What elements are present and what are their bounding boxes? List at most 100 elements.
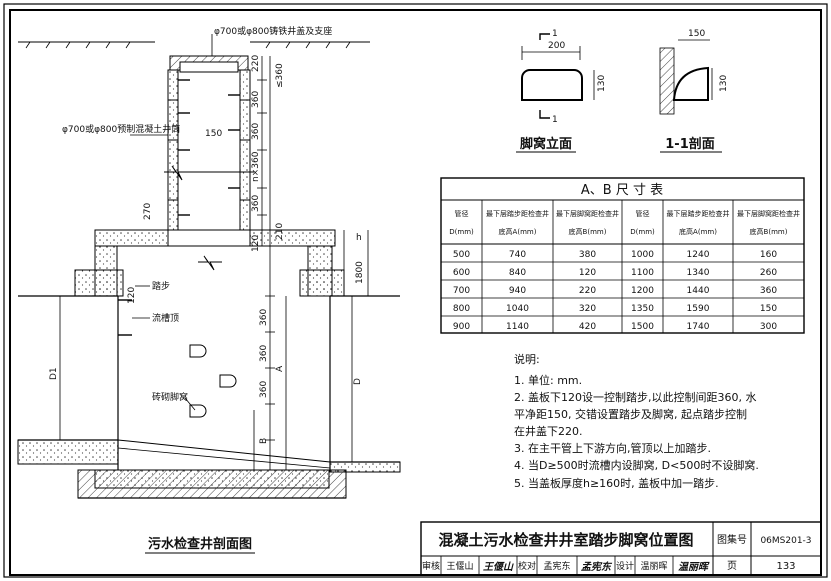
detail-dim-130-a: 130 xyxy=(597,75,607,92)
dim-D1: D1 xyxy=(49,367,59,380)
table-cell: 300 xyxy=(760,322,777,332)
table-cell: 900 xyxy=(453,322,470,332)
main-section-title: 污水检查井剖面图 xyxy=(148,536,252,552)
drawing-frame xyxy=(9,9,822,576)
manhole-section: φ700或φ800铸铁井盖及支座 φ700或φ800预制混凝土井筒 踏步 流槽顶… xyxy=(17,25,401,554)
dim-A: A xyxy=(275,365,285,372)
table-header-cell: 底高B(mm) xyxy=(750,227,788,236)
table-header-cell: 最下层踏步距检查井 xyxy=(486,209,549,218)
note-2a: 2. 盖板下120设一控制踏步,以此控制间距360, 水 xyxy=(514,390,756,404)
foothold-elevation-title: 脚窝立面 xyxy=(520,136,572,152)
check-name: 孟宪东 xyxy=(543,560,570,572)
table-header-cell: 底高B(mm) xyxy=(569,227,607,236)
section-1-1-detail: 150 130 1-1剖面 xyxy=(659,29,729,153)
table-cell: 840 xyxy=(509,268,526,278)
dim-210: 210 xyxy=(275,223,285,240)
dim-120: 120 xyxy=(251,235,261,252)
dim-360-c: 360 xyxy=(251,195,261,212)
table-header-cell: D(mm) xyxy=(449,228,474,236)
dim-D: D xyxy=(353,378,363,385)
label-cover: φ700或φ800铸铁井盖及支座 xyxy=(214,25,332,37)
note-2c: 在井盖下220. xyxy=(514,424,583,438)
table-cell: 1590 xyxy=(687,304,710,314)
sheet-title: 混凝土污水检查井井室踏步脚窝位置图 xyxy=(438,531,693,549)
table-cell: 1040 xyxy=(506,304,529,314)
page-number: 133 xyxy=(776,561,795,572)
table-cell: 160 xyxy=(760,250,777,260)
table-cell: 1140 xyxy=(506,322,529,332)
table-cell: 150 xyxy=(760,304,777,314)
table-cell: 1500 xyxy=(631,322,654,332)
table-cell: 380 xyxy=(579,250,596,260)
table-cell: 1240 xyxy=(687,250,710,260)
review-label: 审核 xyxy=(422,560,440,572)
atlas-number: 06MS201-3 xyxy=(760,536,811,546)
table-cell: 360 xyxy=(760,286,777,296)
dim-360-a: 360 xyxy=(251,91,261,108)
dim-360-b: 360 xyxy=(251,123,261,140)
review-signature: 王偃山 xyxy=(483,561,514,573)
design-name: 温丽晖 xyxy=(640,561,667,572)
table-cell: 120 xyxy=(579,268,596,278)
design-label: 设计 xyxy=(616,560,634,572)
note-5: 5. 当盖板厚度h≥160时, 盖板中加一踏步. xyxy=(514,476,719,490)
table-header-cell: 最下层脚窝距检查井 xyxy=(556,209,619,218)
note-4: 4. 当D≥500时流槽内设脚窝, D<500时不设脚窝. xyxy=(514,458,759,472)
dim-360-d: 360 xyxy=(259,309,269,326)
dim-360-e: 360 xyxy=(259,345,269,362)
foothold-elevation-detail: 200 1 130 1 脚窝立面 xyxy=(516,29,607,153)
sheet-border xyxy=(3,3,828,578)
table-cell: 800 xyxy=(453,304,470,314)
section-1-1-title: 1-1剖面 xyxy=(665,136,715,152)
dim-h: h xyxy=(356,233,362,243)
atlas-label: 图集号 xyxy=(717,533,747,546)
table-cell: 1100 xyxy=(631,268,654,278)
title-block: 混凝土污水检查井井室踏步脚窝位置图 图集号 06MS201-3 审核 王偃山 王… xyxy=(420,521,822,576)
dim-B: B xyxy=(259,438,269,444)
table-cell: 1000 xyxy=(631,250,654,260)
table-cell: 420 xyxy=(579,322,596,332)
page-label: 页 xyxy=(727,560,737,572)
notes-heading: 说明: xyxy=(514,352,540,366)
table-cell: 220 xyxy=(579,286,596,296)
label-foothold: 砖砌脚窝 xyxy=(152,391,188,403)
detail-dim-200: 200 xyxy=(548,41,565,51)
review-name: 王偃山 xyxy=(446,560,473,572)
check-label: 校对 xyxy=(518,560,536,572)
table-cell: 320 xyxy=(579,304,596,314)
table-header-cell: 最下层踏步距检查井 xyxy=(667,209,730,218)
table-header-cell: 管径 xyxy=(455,209,469,218)
table-cell: 740 xyxy=(509,250,526,260)
table-cell: 940 xyxy=(509,286,526,296)
table-cell: 260 xyxy=(760,268,777,278)
detail-dim-150: 150 xyxy=(688,29,705,39)
dim-360-f: 360 xyxy=(259,381,269,398)
table-cell: 1340 xyxy=(687,268,710,278)
label-channel-top: 流槽顶 xyxy=(152,312,179,324)
design-signature: 温丽晖 xyxy=(678,561,710,573)
table-header-cell: 底高A(mm) xyxy=(499,227,537,236)
section-mark-top: 1 xyxy=(552,29,558,39)
label-step: 踏步 xyxy=(152,280,170,292)
note-3: 3. 在主干管上下游方向,管顶以上加踏步. xyxy=(514,441,711,455)
table-cell: 1350 xyxy=(631,304,654,314)
label-precast-shaft: φ700或φ800预制混凝土井筒 xyxy=(62,123,180,135)
table-header-cell: 管径 xyxy=(636,209,650,218)
note-2b: 平净距150, 交错设置踏步及脚窝, 起点踏步控制 xyxy=(514,407,747,421)
table-cell: 1440 xyxy=(687,286,710,296)
dim-220: 220 xyxy=(251,55,261,72)
dim-120-b: 120 xyxy=(127,287,137,304)
section-mark-bottom: 1 xyxy=(552,115,558,125)
check-signature: 孟宪东 xyxy=(581,561,613,573)
dim-150: 150 xyxy=(205,129,222,139)
dim-270: 270 xyxy=(143,203,153,220)
table-cell: 700 xyxy=(453,286,470,296)
table-cell: 600 xyxy=(453,268,470,278)
table-cell: 1740 xyxy=(687,322,710,332)
dim-le360: ≤360 xyxy=(275,63,285,88)
table-header-cell: 最下层脚窝距检查井 xyxy=(737,209,800,218)
table-title: A、B 尺 寸 表 xyxy=(581,183,663,198)
dimension-table: A、B 尺 寸 表 xyxy=(440,177,805,334)
table-header-cell: 底高A(mm) xyxy=(679,227,717,236)
